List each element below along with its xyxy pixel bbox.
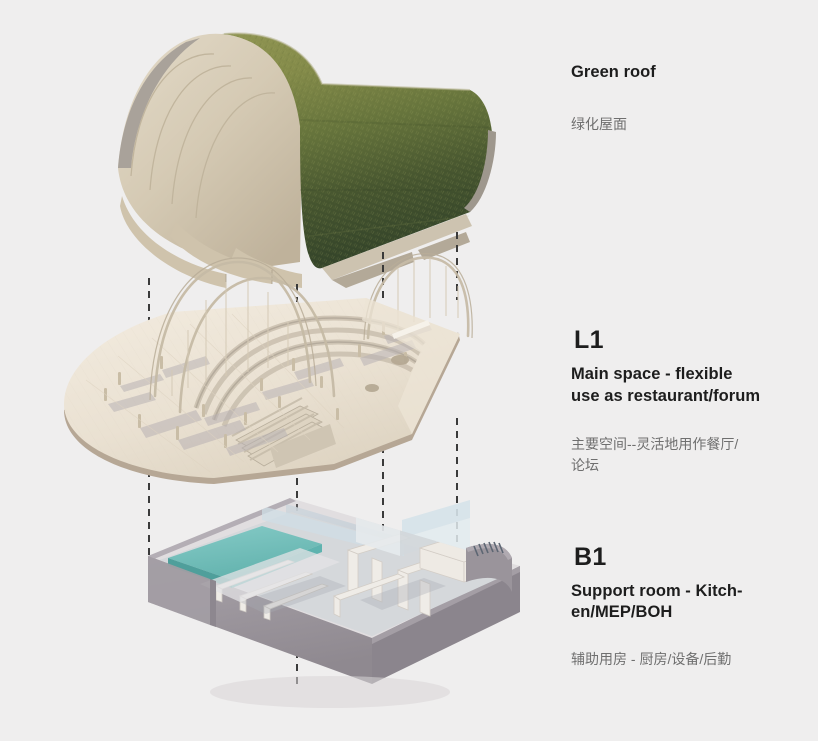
main-level-layer <box>64 252 473 484</box>
annotation-column: Green roof 绿化屋面 L1 Main space - flexible… <box>560 0 818 741</box>
level-code-l1: L1 <box>574 326 604 354</box>
annotation-green-roof: Green roof 绿化屋面 <box>571 62 811 135</box>
level-b1-title-zh: 辅助用房 - 厨房/设备/后勤 <box>571 651 732 668</box>
leader-lines <box>148 232 458 690</box>
basement-layer <box>148 498 520 708</box>
green-roof-title-en: Green roof <box>571 63 656 81</box>
annotation-level-l1: L1 Main space - flexible use as restaura… <box>571 328 811 476</box>
level-code-b1: B1 <box>574 543 607 571</box>
green-roof-title-zh: 绿化屋面 <box>571 115 627 132</box>
annotation-level-b1: B1 Support room - Kitch- en/MEP/BOH 辅助用房… <box>571 545 811 670</box>
level-l1-title-en-line1: Main space - flexible <box>571 365 733 383</box>
level-l1-title-en-line2: use as restaurant/forum <box>571 386 761 405</box>
green-roof-layer <box>118 32 496 288</box>
axonometric-drawing <box>64 32 520 708</box>
level-b1-title-en-line2: en/MEP/BOH <box>571 603 673 622</box>
level-b1-title-en-line1: Support room - Kitch- <box>571 582 743 600</box>
level-l1-title-zh-line1: 主要空间--灵活地用作餐厅/ <box>571 435 739 452</box>
level-l1-title-zh-line2: 论坛 <box>571 456 599 473</box>
